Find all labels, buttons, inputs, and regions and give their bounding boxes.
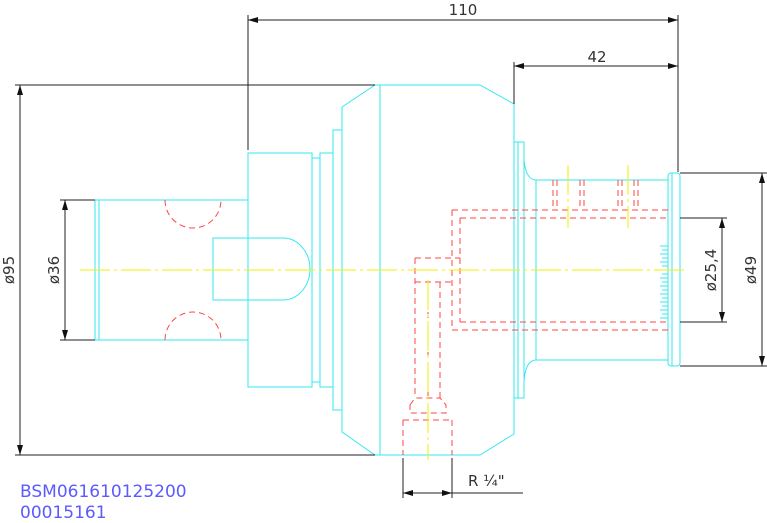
svg-text:110: 110 <box>449 1 478 19</box>
svg-text:42: 42 <box>587 48 606 66</box>
dimension-110: 110 <box>247 1 679 172</box>
dimension-dia-36: ø36 <box>45 199 95 341</box>
center-lines <box>80 165 685 460</box>
dimension-dia-95: ø95 <box>0 84 375 456</box>
dimension-dia-49: ø49 <box>680 172 767 367</box>
svg-text:ø95: ø95 <box>0 256 18 284</box>
part-number: BSM061610125200 <box>20 482 187 502</box>
dimension-dia-25-4: ø25,4 <box>680 217 727 323</box>
knurl-marks <box>660 245 668 319</box>
svg-text:ø36: ø36 <box>45 256 63 284</box>
hidden-lines <box>164 180 668 455</box>
svg-text:R ¼": R ¼" <box>468 472 505 490</box>
dimension-port-thread: R ¼" <box>402 458 523 498</box>
svg-text:ø49: ø49 <box>742 256 760 284</box>
drawing-number: 00015161 <box>20 503 107 523</box>
svg-text:ø25,4: ø25,4 <box>702 249 720 292</box>
dimension-42: 42 <box>513 48 678 104</box>
